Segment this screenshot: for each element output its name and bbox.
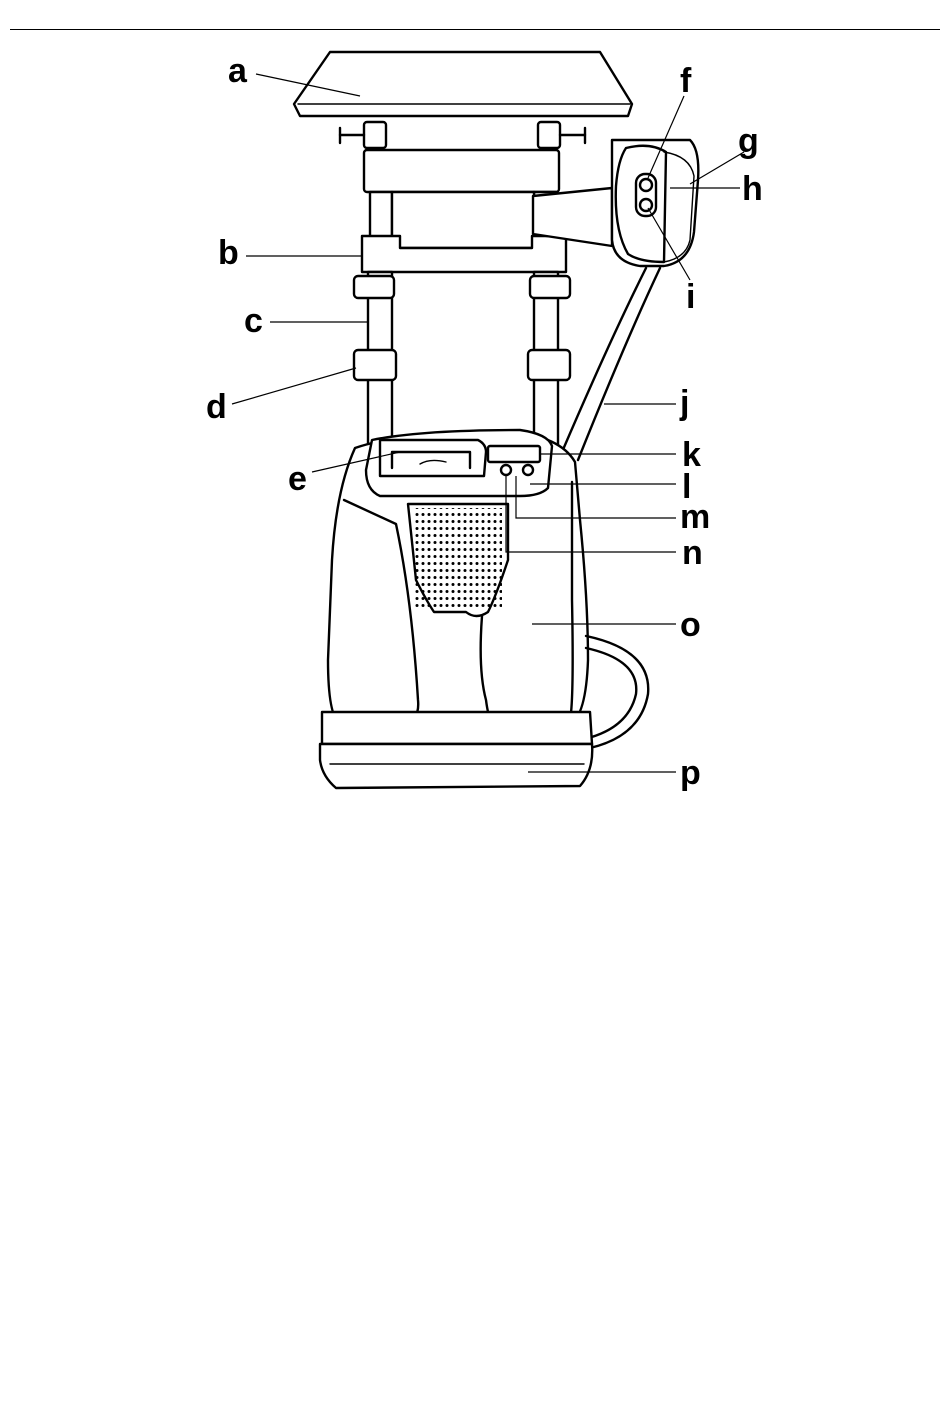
callout-p: p [680, 754, 701, 792]
callout-f: f [680, 62, 692, 100]
callout-n: n [682, 534, 703, 572]
callout-i: i [686, 278, 695, 316]
perforated-panel [414, 508, 502, 610]
callout-j: j [679, 384, 689, 422]
callout-h: h [742, 170, 763, 208]
callout-g: g [738, 122, 759, 160]
callout-b: b [218, 234, 239, 272]
telescopic-poles [354, 272, 570, 447]
drip-tray [320, 712, 592, 788]
callout-e: e [288, 460, 307, 498]
hanger-board [294, 52, 632, 192]
callout-m: m [680, 498, 710, 536]
base-unit [328, 430, 588, 726]
leader-d [232, 368, 356, 404]
steam-hose [562, 268, 660, 460]
callout-o: o [680, 606, 701, 644]
callout-a: a [228, 52, 248, 90]
callout-d: d [206, 388, 227, 426]
callout-c: c [244, 302, 263, 340]
